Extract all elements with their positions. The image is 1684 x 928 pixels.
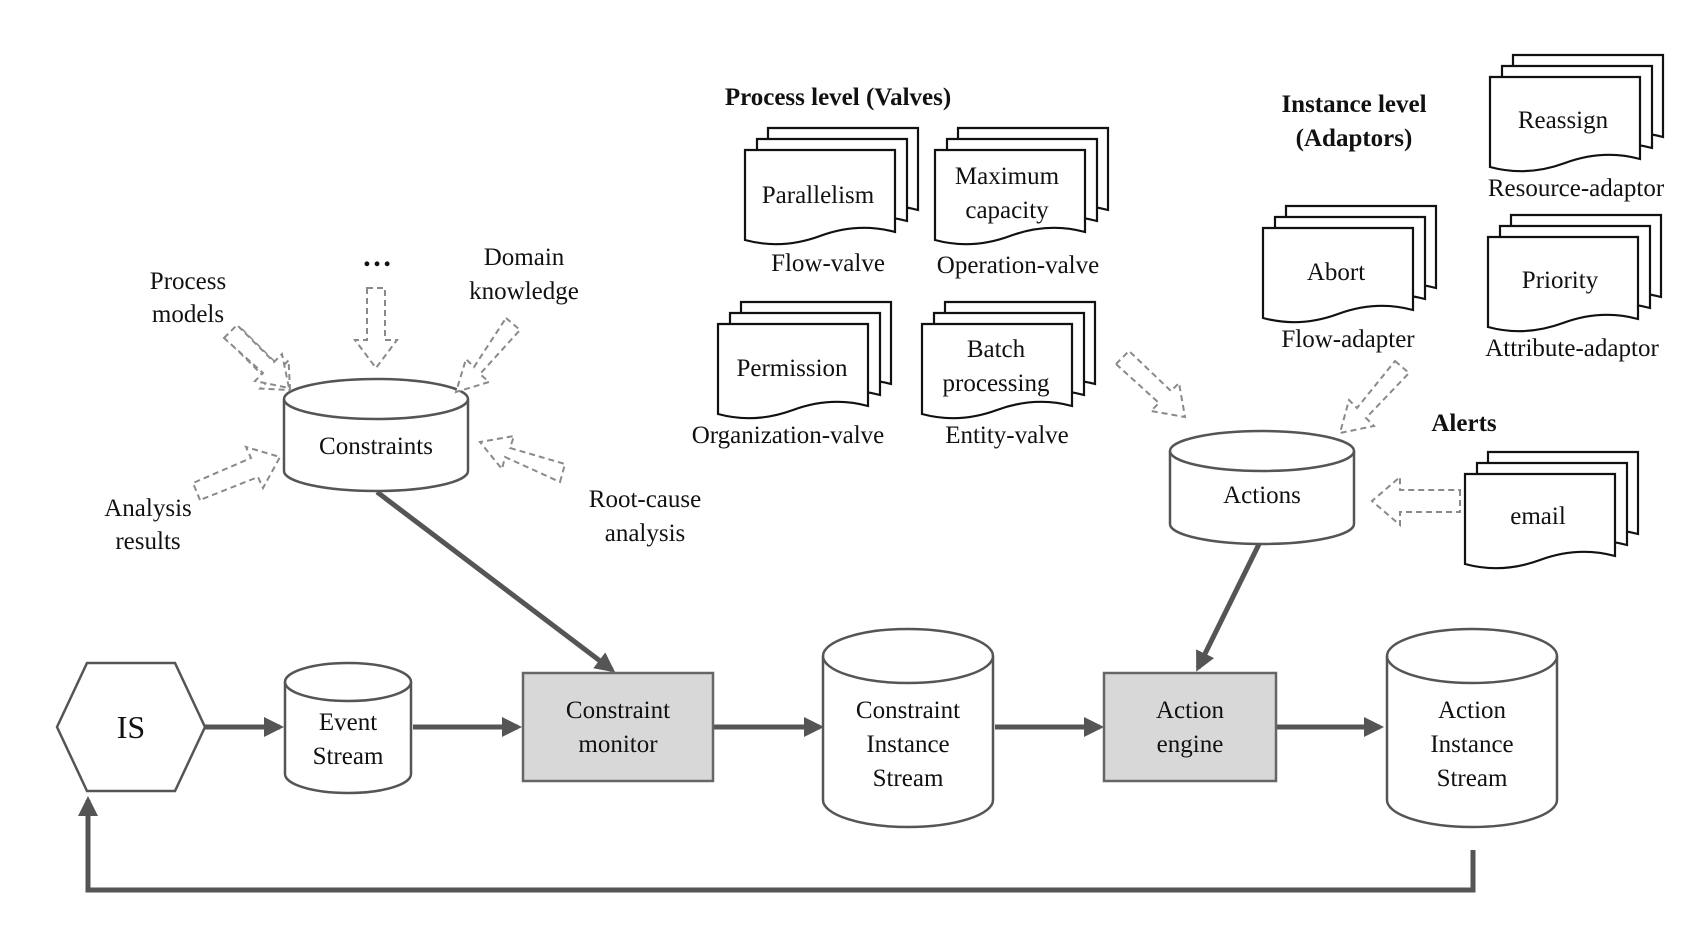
actions-node: Actions (1168, 429, 1356, 546)
valve-doc-batch-processing: Batch processing (920, 300, 1097, 420)
constraint-monitor-label-1: Constraint (566, 697, 670, 724)
domain-knowledge-label-2: knowledge (469, 278, 579, 305)
constraint-monitor-label-2: monitor (578, 731, 658, 758)
constraints-label: Constraints (319, 433, 433, 460)
cis-label-2: Instance (866, 731, 949, 758)
priority-label: Priority (1522, 267, 1599, 294)
input-arrow-analysis-results (191, 445, 282, 502)
valve-doc-permission: Permission (716, 300, 893, 420)
valve-doc-maximum-capacity: Maximum capacity (933, 126, 1110, 246)
ais-label-2: Instance (1430, 731, 1513, 758)
entity-valve-caption: Entity-valve (945, 422, 1069, 449)
organization-valve-caption: Organization-valve (692, 422, 885, 449)
maximum-capacity-label-1: Maximum (955, 163, 1060, 190)
action-instance-stream-node: Action Instance Stream (1385, 627, 1559, 829)
input-arrow-domain-knowledge (454, 316, 522, 394)
operation-valve-caption: Operation-valve (937, 252, 1099, 279)
permission-label: Permission (736, 355, 848, 382)
flow-adapter-caption: Flow-adapter (1281, 326, 1415, 353)
action-engine-label-1: Action (1156, 697, 1225, 724)
input-arrow-process-models-shape (222, 323, 291, 390)
arrow-constraints-to-monitor (375, 490, 616, 673)
flow-valve-caption: Flow-valve (771, 250, 885, 277)
is-node: IS (55, 661, 207, 793)
email-label: email (1510, 503, 1566, 530)
attribute-adaptor-caption: Attribute-adaptor (1485, 335, 1659, 362)
actions-label: Actions (1223, 482, 1301, 509)
input-arrow-adaptors-to-actions (1338, 359, 1411, 435)
cis-label-3: Stream (873, 765, 944, 792)
root-cause-label-1: Root-cause (589, 486, 701, 513)
instance-level-heading-1: Instance level (1281, 91, 1426, 118)
constraint-instance-stream-node: Constraint Instance Stream (821, 627, 995, 829)
reassign-label: Reassign (1518, 107, 1609, 134)
is-label: IS (117, 709, 145, 745)
adaptor-doc-priority: Priority (1486, 213, 1663, 333)
adaptor-doc-abort: Abort (1261, 204, 1438, 324)
feedback-loop-arrow (78, 796, 1476, 893)
arrow-actions-to-engine (1195, 536, 1265, 672)
ellipsis-label: … (362, 240, 392, 273)
domain-knowledge-label-1: Domain (484, 244, 565, 271)
process-level-heading: Process level (Valves) (725, 84, 951, 111)
input-arrow-root-cause (478, 434, 567, 484)
event-stream-label-2: Stream (313, 743, 384, 770)
parallelism-label: Parallelism (762, 182, 875, 209)
batch-processing-label-2: processing (943, 370, 1050, 397)
adaptor-doc-reassign: Reassign (1488, 53, 1665, 173)
event-stream-node: Event Stream (283, 661, 413, 795)
event-stream-label-1: Event (319, 709, 377, 736)
cis-label-1: Constraint (856, 697, 960, 724)
maximum-capacity-label-2: capacity (965, 197, 1049, 224)
constraint-monitor-node: Constraint monitor (521, 671, 715, 783)
input-arrow-ellipsis (353, 287, 399, 370)
ais-label-1: Action (1438, 697, 1507, 724)
alerts-heading: Alerts (1431, 410, 1497, 437)
valve-doc-parallelism: Parallelism (743, 126, 920, 246)
abort-label: Abort (1307, 259, 1365, 286)
analysis-results-label-1: Analysis (104, 495, 192, 522)
constraints-node: Constraints (282, 377, 470, 493)
input-arrow-alerts-to-actions (1370, 474, 1461, 528)
analysis-results-label-2: results (115, 528, 180, 555)
process-models-label-1: Process (150, 268, 226, 295)
alerts-doc-email: email (1463, 450, 1640, 570)
action-engine-node: Action engine (1102, 671, 1278, 783)
ais-label-3: Stream (1437, 765, 1508, 792)
instance-level-heading-2: (Adaptors) (1296, 125, 1413, 152)
root-cause-label-2: analysis (605, 520, 686, 547)
resource-adaptor-caption: Resource-adaptor (1488, 175, 1665, 202)
process-models-label-2: models (152, 301, 224, 328)
batch-processing-label-1: Batch (967, 336, 1026, 363)
input-arrow-valves-to-actions (1114, 349, 1187, 419)
action-engine-label-2: engine (1157, 731, 1224, 758)
